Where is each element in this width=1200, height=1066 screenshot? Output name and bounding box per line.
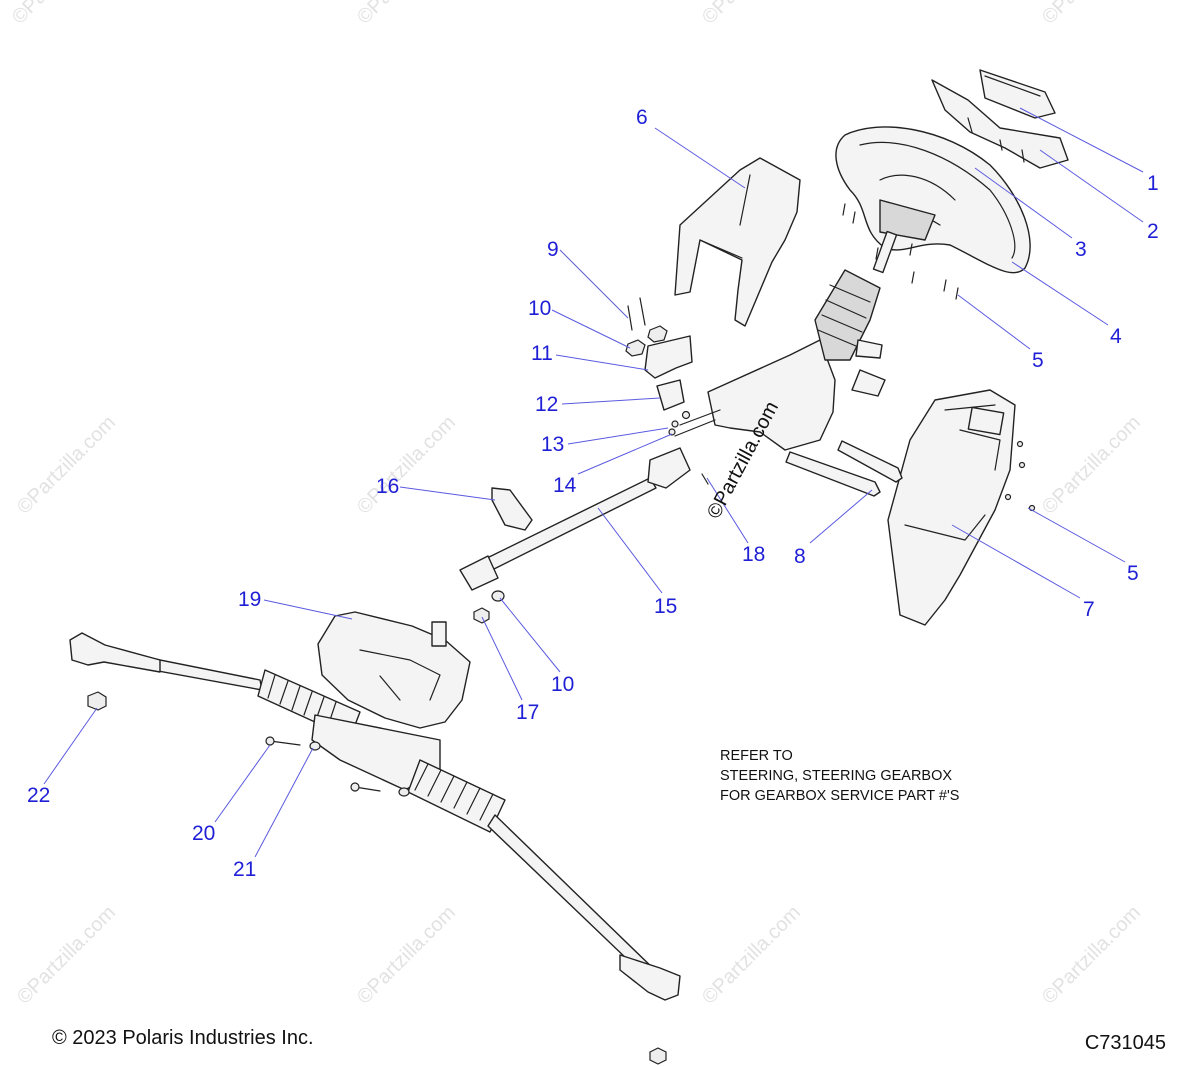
callout-16: 16 [376,475,399,498]
part-5-screws-lower [1004,440,1036,512]
callout-11: 11 [531,342,553,365]
callout-14: 14 [553,474,577,497]
watermark: ©Partzilla.com [8,0,115,29]
part-16-clip [491,487,533,531]
part-1-trim-cover [979,69,1056,119]
callout-15: 15 [654,595,677,618]
part-8-bolts [785,440,903,497]
service-note: REFER TO STEERING, STEERING GEARBOX FOR … [720,746,959,806]
part-11-bracket [644,335,693,379]
note-line-2: STEERING, STEERING GEARBOX [720,768,953,784]
part-13-14-small-hardware [668,420,679,436]
part-21-washer [309,741,321,751]
callout-18: 18 [742,543,765,566]
part-2-trim-bracket [931,79,1069,169]
callout-9: 9 [547,238,559,261]
callout-7: 7 [1083,598,1095,621]
part-steering-column [674,230,898,451]
diagram-code: C731045 [1084,1032,1166,1054]
watermark: ©Partzilla.com [1038,0,1145,29]
callout-13: 13 [541,433,564,456]
callout-22: 22 [27,784,50,807]
part-20-bolt [265,736,301,746]
callout-2: 2 [1147,220,1159,243]
watermark: ©Partzilla.com [698,0,805,29]
copyright-text: © 2023 Polaris Industries Inc. [52,1027,314,1049]
callout-4: 4 [1110,325,1122,348]
watermark: ©Partzilla.com [353,0,460,29]
part-17-nut [473,607,490,624]
callout-3: 3 [1075,238,1087,261]
callout-5: 5 [1032,349,1044,372]
leader-lines [43,107,1144,858]
part-6-upper-column-cover [674,157,801,327]
callout-21: 21 [233,858,256,881]
part-steering-rack [69,632,681,1001]
part-19-steering-gearbox [317,611,471,729]
part-22-nut [87,691,107,711]
callout-6: 6 [636,106,648,129]
part-lower-mount-hardware [350,782,667,1065]
callout-8: 8 [794,545,806,568]
watermark: ©Partzilla.com [1038,412,1145,519]
part-4-steering-wheel [835,126,1031,274]
note-line-3: FOR GEARBOX SERVICE PART #'S [720,788,960,804]
callout-10: 10 [528,297,551,320]
watermark: ©Partzilla.com [13,902,120,1009]
callout-12: 12 [535,393,558,416]
part-18-screw [701,473,709,485]
callout-17: 17 [516,701,539,724]
callout-20: 20 [192,822,215,845]
part-10-washer-lower [491,590,505,602]
part-9-bolts [627,297,646,331]
callout-1: 1 [1147,172,1159,195]
watermark: ©Partzilla.com [353,412,460,519]
watermark: ©Partzilla.com [13,412,120,519]
part-15-intermediate-shaft [459,447,691,591]
part-12-block [656,379,691,420]
part-7-lower-column-cover [887,389,1016,626]
part-10-nuts-upper [625,325,668,357]
watermark: ©Partzilla.com [1038,902,1145,1009]
part-5-screws-upper [842,203,959,300]
callout-19: 19 [238,588,261,611]
callout-5: 5 [1127,562,1139,585]
note-line-1: REFER TO [720,748,793,764]
callout-10: 10 [551,673,574,696]
callout-labels: 1 2 3 4 5 5 6 7 8 9 10 10 11 12 13 14 15… [27,106,1159,881]
watermark: ©Partzilla.com [353,902,460,1009]
watermark: ©Partzilla.com [698,902,805,1009]
